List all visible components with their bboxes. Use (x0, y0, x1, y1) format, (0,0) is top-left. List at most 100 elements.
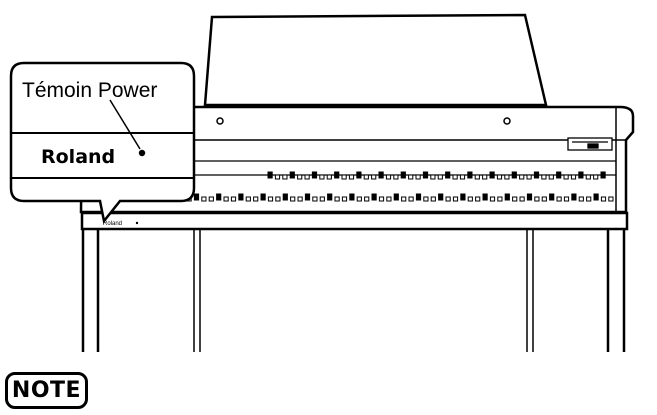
upper-key (526, 174, 532, 180)
lower-key (482, 193, 488, 201)
lower-key (193, 193, 200, 201)
callout-bubble (9, 61, 196, 224)
lower-key (460, 193, 466, 201)
lower-key (497, 196, 503, 202)
upper-key (541, 174, 547, 180)
lower-key (393, 193, 399, 201)
upper-key (371, 174, 377, 180)
lower-key (216, 193, 222, 201)
upper-key (585, 174, 591, 180)
lower-key (445, 196, 451, 202)
lower-key (364, 196, 370, 202)
power-indicator-led (135, 221, 139, 225)
upper-key (533, 171, 540, 179)
lower-keyboard (149, 193, 614, 202)
upper-key (267, 171, 273, 179)
lower-key (253, 196, 259, 202)
lower-key (586, 196, 592, 202)
lower-key (223, 196, 229, 202)
lower-key (578, 196, 584, 202)
lower-key (304, 193, 311, 201)
piano-body (79, 105, 635, 214)
lower-key (608, 196, 614, 202)
lower-key (386, 196, 392, 202)
upper-key (393, 174, 399, 180)
callout-pointer-line (109, 99, 141, 150)
lower-key (319, 196, 325, 202)
upper-key (563, 174, 569, 180)
lower-key (408, 196, 414, 202)
lower-key (563, 196, 570, 202)
lower-key (541, 196, 547, 202)
upper-key (445, 171, 451, 179)
floppy-drive-slot (567, 137, 613, 151)
callout-power-dot (138, 149, 146, 157)
upper-key (422, 171, 429, 179)
lower-key (600, 196, 607, 202)
upper-key (400, 171, 406, 179)
lower-key (282, 193, 288, 201)
lower-key (371, 193, 377, 201)
front-rail (80, 211, 629, 231)
piano-legs (81, 229, 626, 352)
lower-key (556, 196, 562, 202)
lower-key (267, 196, 274, 202)
upper-key (408, 174, 414, 180)
lower-key (526, 193, 533, 201)
upper-key (304, 174, 310, 180)
upper-key (319, 174, 325, 180)
upper-key (274, 174, 281, 180)
lower-key (452, 196, 459, 202)
lower-key (297, 196, 303, 202)
power-indicator-label: Témoin Power (22, 79, 157, 102)
lower-key (349, 193, 355, 201)
upper-key (570, 174, 577, 180)
lower-key (341, 196, 348, 202)
upper-key (482, 174, 488, 180)
upper-keyboard (267, 171, 606, 180)
lower-key (475, 196, 481, 202)
lower-key (275, 196, 281, 202)
upper-key (578, 171, 584, 179)
upper-key (289, 171, 295, 179)
screw-right (503, 117, 511, 125)
lower-key (260, 193, 266, 201)
upper-key (600, 171, 606, 179)
lower-key (504, 193, 510, 201)
lower-key (519, 196, 525, 202)
music-rest (203, 13, 548, 107)
upper-key (519, 174, 525, 180)
upper-key (378, 171, 384, 179)
upper-key (489, 171, 495, 179)
upper-key (334, 171, 340, 179)
lower-key (593, 193, 599, 201)
lower-key (245, 196, 251, 202)
upper-key (548, 174, 554, 180)
lower-key (423, 196, 429, 202)
upper-key (415, 174, 421, 180)
lower-key (401, 196, 407, 202)
screw-left (216, 117, 224, 125)
lower-key (512, 196, 518, 202)
upper-key (363, 174, 369, 180)
upper-key (437, 174, 443, 180)
upper-key (496, 174, 503, 180)
lower-key (378, 196, 385, 202)
upper-key (341, 174, 347, 180)
lower-key (356, 196, 362, 202)
upper-key (348, 174, 355, 180)
lower-key (430, 196, 436, 202)
upper-key (593, 174, 599, 180)
upper-key (356, 171, 362, 179)
lower-key (201, 196, 207, 202)
upper-key (452, 174, 458, 180)
lower-key (334, 196, 340, 202)
upper-key (511, 171, 517, 179)
upper-key (282, 174, 288, 180)
lower-key (230, 196, 237, 202)
lower-key (327, 193, 333, 201)
lower-key (549, 193, 555, 201)
upper-key (556, 171, 562, 179)
lower-key (290, 196, 296, 202)
